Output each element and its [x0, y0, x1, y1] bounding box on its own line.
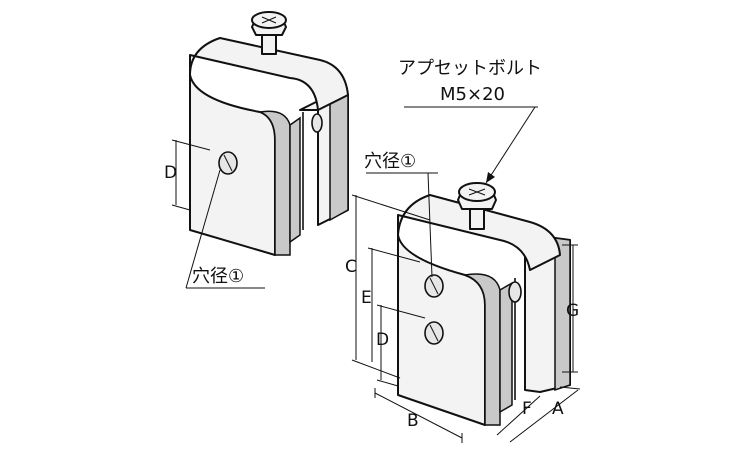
- left-bracket: D 穴径①: [164, 11, 349, 289]
- dim-label-d-right: D: [376, 330, 389, 350]
- dim-label-a: A: [552, 399, 564, 419]
- left-bolt: [251, 11, 287, 55]
- right-bracket: C E D B F A G 穴径① アプセットボルト: [345, 58, 581, 443]
- dim-label-f: F: [522, 399, 532, 419]
- right-bolt: [457, 182, 497, 230]
- dim-label-e: E: [361, 288, 372, 308]
- bolt-size-label: M5×20: [440, 84, 505, 105]
- dim-label-b: B: [407, 411, 419, 431]
- hole-callout-right: 穴径①: [364, 151, 416, 172]
- bolt-name-label: アプセットボルト: [398, 58, 542, 79]
- dim-label-c: C: [345, 257, 357, 277]
- hole-callout-left: 穴径①: [192, 266, 244, 287]
- dim-label-d-left: D: [164, 163, 177, 183]
- dim-label-g: G: [566, 301, 579, 321]
